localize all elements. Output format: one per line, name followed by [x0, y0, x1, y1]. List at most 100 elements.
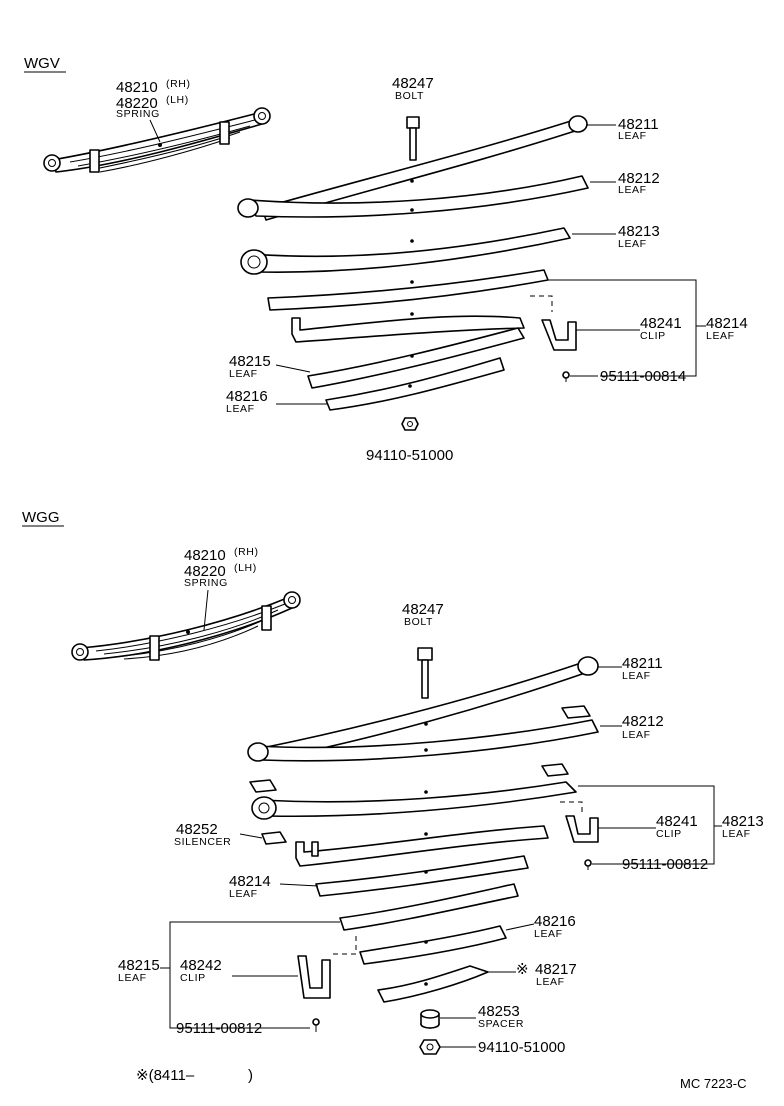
wgv-leaf5-leader: [275, 364, 311, 373]
wgg-rivet2-95111-00812: [312, 1018, 320, 1032]
wgg-leaf3-bracket: [578, 785, 715, 865]
wgg-leaf-48212: [247, 719, 599, 762]
wgg-leaf3-number: 48213: [722, 813, 764, 830]
wgg-section-title: WGG: [22, 509, 60, 526]
wgg-rivet1-95111-00812: [584, 859, 592, 870]
wgg-clip-48241: [560, 801, 599, 843]
wgv-leaf1-label: LEAF: [618, 130, 647, 142]
wgv-spring-label: SPRING: [116, 108, 160, 120]
wgv-clip-number: 48241: [640, 315, 682, 332]
wgv-spring-assembly: [43, 107, 271, 173]
wgg-silencer-label: SILENCER: [174, 836, 231, 848]
wgg-leaf-48215: [339, 883, 519, 931]
wgv-leaf-48214: [267, 269, 549, 343]
document-code: MC 7223-C: [680, 1076, 746, 1091]
wgg-leaf3-label: LEAF: [722, 828, 751, 840]
wgg-leaf4-number: 48214: [229, 873, 271, 890]
wgg-leaf5-bracket: [169, 921, 340, 1029]
wgg-clip1-number: 48241: [656, 813, 698, 830]
wgg-spring-assembly: [71, 591, 301, 661]
wgv-spring-leader: [149, 119, 161, 143]
wgg-spacer-number: 48253: [478, 1003, 520, 1020]
wgg-silencer-pad-1: [561, 705, 591, 719]
wgv-leaf-48213: [240, 227, 571, 275]
wgv-section: WGV 48210 (RH) 48220 (LH) SPRING 482: [24, 55, 748, 464]
wgv-spring-rh-note: (RH): [166, 78, 191, 90]
wgg-leaf-48213: [251, 781, 577, 820]
wgv-rivet-number: 95111-00814: [600, 368, 686, 385]
wgg-clip2-label: CLIP: [180, 972, 206, 984]
wgv-section-title: WGV: [24, 55, 60, 72]
wgg-spring-lh-note: (LH): [234, 562, 257, 574]
wgv-rivet-95111-00814: [562, 371, 570, 382]
wgg-silencer-leader: [239, 833, 263, 839]
wgg-bolt-number: 48247: [402, 601, 444, 618]
wgg-leaf6-label: LEAF: [534, 928, 563, 940]
wgv-leaf3-label: LEAF: [618, 238, 647, 250]
wgv-leaf-48212: [237, 175, 589, 218]
wgg-leaf1-number: 48211: [622, 655, 663, 672]
wgg-center-bolt: [417, 647, 433, 699]
wgg-leaf7-mark: ※: [516, 961, 529, 978]
wgg-bolt-label: BOLT: [404, 616, 433, 628]
wgg-clip1-label: CLIP: [656, 828, 682, 840]
wgv-clip-48241: [530, 295, 577, 351]
wgg-silencer-pad-3: [541, 763, 569, 777]
wgv-leaf6-number: 48216: [226, 388, 268, 405]
footnote-close: ): [248, 1067, 253, 1084]
wgv-leaf3-number: 48213: [618, 223, 660, 240]
wgg-nut-94110-51000: [419, 1039, 441, 1055]
wgg-leaf2-label: LEAF: [622, 729, 651, 741]
wgg-leaf7-label: LEAF: [536, 976, 565, 988]
wgv-leaf6-label: LEAF: [226, 403, 255, 415]
wgv-center-bolt: [406, 116, 420, 161]
wgg-silencer-pad-4: [261, 831, 287, 845]
wgg-spring-rh-note: (RH): [234, 546, 259, 558]
wgv-leaf2-number: 48212: [618, 170, 660, 187]
wgv-leaf4-number: 48214: [706, 315, 748, 332]
wgv-nut-94110-51000: [401, 417, 419, 431]
wgv-leaf1-number: 48211: [618, 116, 659, 133]
wgv-leaf4-label: LEAF: [706, 330, 735, 342]
wgv-spring-lh-number: 48220: [116, 95, 158, 112]
wgg-leaf-48216: [359, 925, 507, 965]
wgg-spacer-label: SPACER: [478, 1018, 524, 1030]
wgv-bolt-label: BOLT: [395, 90, 424, 102]
wgg-spring-rh-number: 48210: [184, 547, 226, 564]
wgg-spring-leader: [203, 589, 209, 631]
wgg-leaf4-leader: [279, 883, 319, 887]
wgg-nut-number: 94110-51000: [478, 1039, 565, 1056]
wgv-bolt-number: 48247: [392, 75, 434, 92]
wgg-leaf6-number: 48216: [534, 913, 576, 930]
wgv-leaf-48216: [325, 357, 505, 411]
wgg-leaf-48211: [261, 656, 599, 761]
wgg-leaf6-leader: [505, 923, 535, 931]
wgg-section: WGG 48210 (RH) 48220 (LH) SPRING 482: [22, 509, 764, 1056]
wgg-spring-lh-number: 48220: [184, 563, 226, 580]
wgg-silencer-number: 48252: [176, 821, 218, 838]
wgg-clip-48242: [297, 936, 357, 999]
wgg-leaf5-number: 48215: [118, 957, 160, 974]
wgg-spacer-48253: [420, 1009, 440, 1029]
wgv-clip-label: CLIP: [640, 330, 666, 342]
wgv-leaf-48211: [261, 115, 588, 221]
wgv-nut-number: 94110-51000: [366, 447, 453, 464]
footnote-text: ※(8411–: [136, 1067, 195, 1084]
wgg-spring-label: SPRING: [184, 577, 228, 589]
wgv-leaf2-label: LEAF: [618, 184, 647, 196]
wgg-rivet1-number: 95111-00812: [622, 856, 708, 873]
wgg-rivet2-number: 95111-00812: [176, 1020, 262, 1037]
wgg-leaf5-label: LEAF: [118, 972, 147, 984]
wgg-leaf-48217: [377, 965, 489, 1003]
wgg-leaf1-label: LEAF: [622, 670, 651, 682]
wgv-spring-rh-number: 48210: [116, 79, 158, 96]
wgg-silencer-pad-2: [249, 779, 277, 793]
wgv-leaf5-number: 48215: [229, 353, 271, 370]
wgg-leaf-48214: [315, 855, 529, 897]
wgg-leaf2-number: 48212: [622, 713, 664, 730]
wgg-leaf4-label: LEAF: [229, 888, 258, 900]
wgg-leaf-48214-top: [295, 825, 549, 867]
wgv-leaf4-bracket: [548, 279, 697, 377]
wgg-leaf7-number: 48217: [535, 961, 577, 978]
